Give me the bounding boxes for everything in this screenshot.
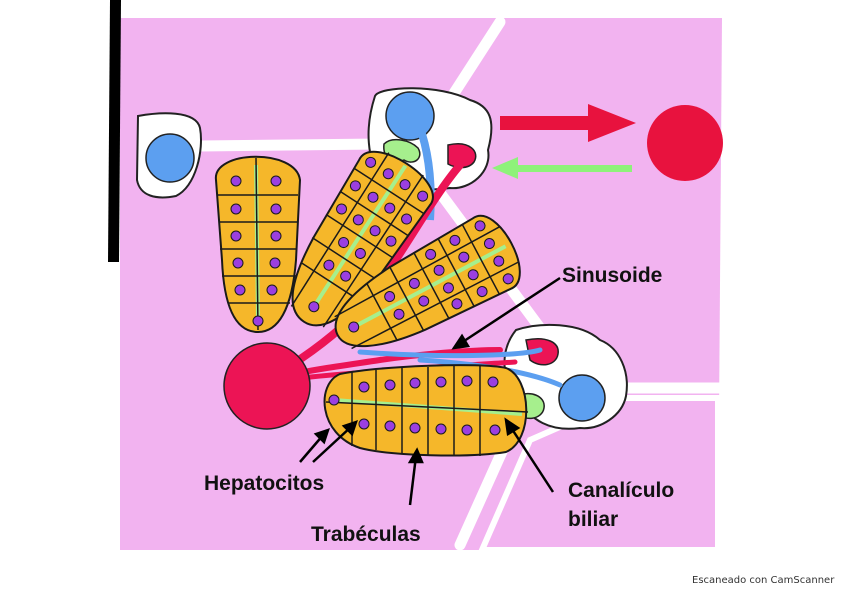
trabecula-4 [323,364,529,457]
lower-right-lobule [477,395,721,553]
flow-arrow-red [500,104,636,142]
portal-vein-left [145,133,195,183]
trabecula-3 [334,214,521,350]
scan-edge [108,0,121,262]
label-hepatocitos: Hepatocitos [204,472,324,495]
label-canaliculo: Canalículo [568,479,674,502]
central-vein [223,342,311,430]
trabecula-2 [290,150,434,328]
trabecula-1 [214,155,302,334]
camscanner-watermark: Escaneado con CamScanner [692,575,835,586]
flow-arrow-green [492,157,632,179]
portal-vein-top [385,91,435,141]
portal-vein-right [558,374,606,422]
label-trabeculas: Trabéculas [311,523,421,546]
label-sinusoide: Sinusoide [562,264,662,287]
label-biliar: biliar [568,508,618,531]
hepatic-artery-right [525,338,559,366]
hepatic-artery-outer [647,105,723,181]
pointer-arrows [299,276,561,506]
hepatic-artery-top [447,143,477,169]
